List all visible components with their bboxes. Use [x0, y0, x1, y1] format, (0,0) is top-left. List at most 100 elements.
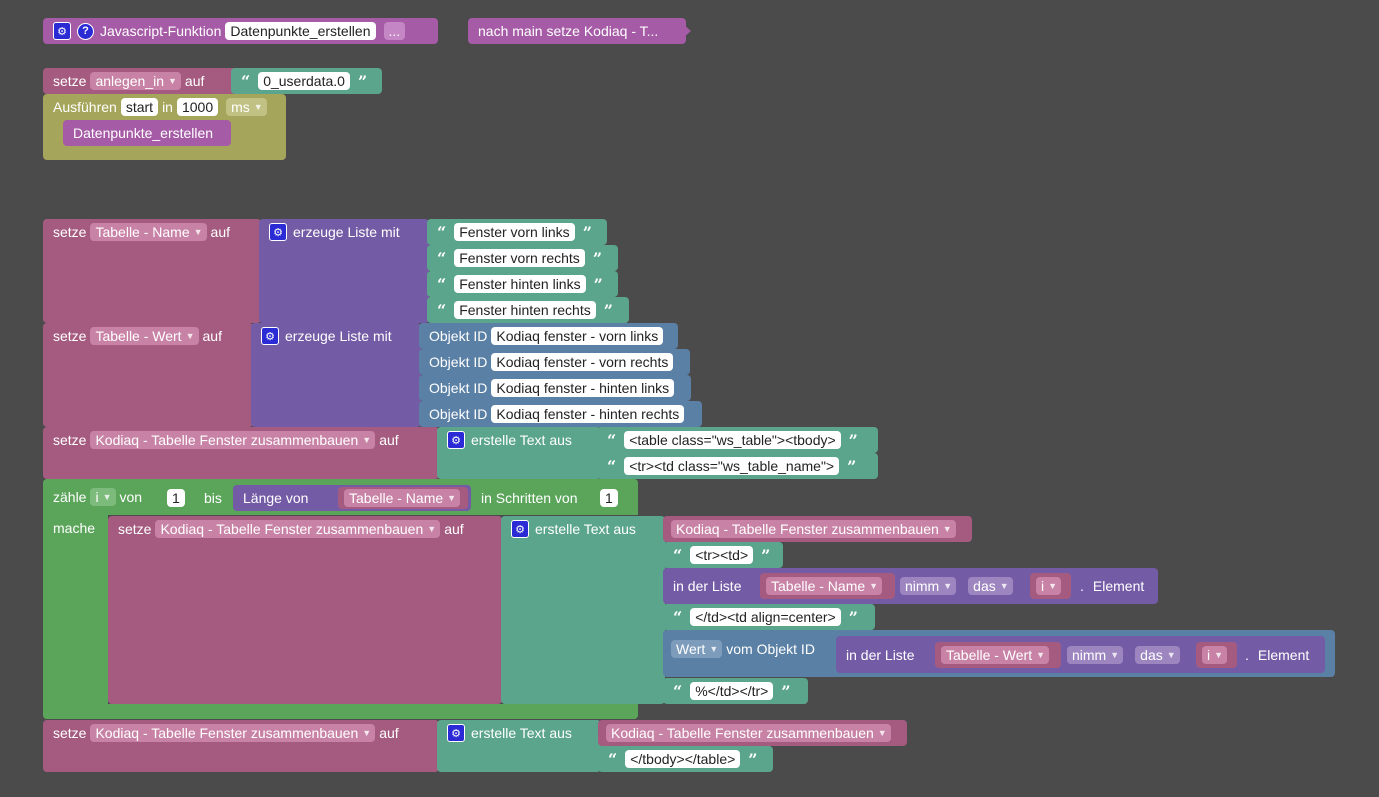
text-value[interactable]: Fenster vorn links — [454, 223, 575, 241]
create-list-label: erzeuge Liste mit — [293, 224, 400, 240]
function-name-field[interactable]: Datenpunkte_erstellen — [225, 22, 376, 40]
object-id-field[interactable]: Kodiaq fenster - vorn rechts — [491, 353, 674, 371]
mode-dropdown[interactable]: nimm▼ — [900, 577, 957, 595]
set-tabelle-wert-block[interactable]: setze Tabelle - Wert▼ auf — [43, 323, 253, 427]
collapsed-main-block[interactable]: nach main setze Kodiaq - T... — [468, 18, 686, 44]
variable-dropdown-tabelle-name[interactable]: Tabelle - Name▼ — [344, 489, 461, 507]
set-kodiaq-header-block[interactable]: setze Kodiaq - Tabelle Fenster zusammenb… — [43, 427, 439, 479]
set-kodiaq-loop-block[interactable]: setze Kodiaq - Tabelle Fenster zusammenb… — [108, 516, 502, 704]
variable-dropdown-kodiaq[interactable]: Kodiaq - Tabelle Fenster zusammenbauen▼ — [671, 520, 956, 538]
text-item-fenster-vorn-links[interactable]: “Fenster vorn links” — [427, 219, 607, 245]
gear-icon[interactable]: ⚙ — [261, 327, 279, 345]
create-text-block-loop[interactable]: ⚙ erstelle Text aus — [501, 516, 665, 704]
help-icon[interactable]: ? — [77, 22, 94, 40]
variable-dropdown-anlegen-in[interactable]: anlegen_in▼ — [90, 72, 181, 90]
call-function-name: Datenpunkte_erstellen — [73, 125, 214, 141]
text-item-table-open[interactable]: “<table class="ws_table"><tbody>” — [597, 427, 878, 453]
setze-label: setze — [53, 73, 87, 89]
where-dropdown[interactable]: das▼ — [968, 577, 1013, 595]
loop-variable-dropdown[interactable]: i▼ — [90, 488, 116, 506]
object-id-field[interactable]: Kodiaq fenster - hinten rechts — [491, 405, 685, 423]
call-function-block[interactable]: Datenpunkte_erstellen — [63, 120, 231, 146]
text-value[interactable]: <table class="ws_table"><tbody> — [624, 431, 841, 449]
text-item-percent-close[interactable]: “%</td></tr>” — [663, 678, 808, 704]
text-value[interactable]: </tbody></table> — [625, 750, 741, 768]
timeout-name-field[interactable]: start — [120, 98, 159, 116]
mode-value: nimm — [1072, 647, 1107, 663]
variable-name: Kodiaq - Tabelle Fenster zusammenbauen — [95, 725, 359, 741]
gear-icon[interactable]: ⚙ — [447, 724, 465, 742]
create-text-block-footer[interactable]: ⚙ erstelle Text aus — [437, 720, 601, 772]
text-value[interactable]: Fenster hinten links — [454, 275, 586, 293]
index-variable-i[interactable]: i▼ — [1196, 642, 1237, 668]
step-label: in Schritten von — [481, 490, 578, 506]
variable-dropdown-i[interactable]: i▼ — [1036, 577, 1062, 595]
text-item-fenster-vorn-rechts[interactable]: “Fenster vorn rechts” — [427, 245, 618, 271]
variable-dropdown-tabelle-wert[interactable]: Tabelle - Wert▼ — [90, 327, 199, 345]
function-definition-block[interactable]: ⚙ ? Javascript-Funktion Datenpunkte_erst… — [43, 18, 438, 44]
in-list-label: in der Liste — [846, 647, 915, 663]
gear-icon[interactable]: ⚙ — [511, 520, 529, 538]
variable-get-kodiaq[interactable]: Kodiaq - Tabelle Fenster zusammenbauen▼ — [663, 516, 972, 542]
text-item-tr-td-name[interactable]: “<tr><td class="ws_table_name">” — [597, 453, 878, 479]
quote-open-icon: “ — [241, 71, 251, 91]
variable-dropdown-tabelle-name[interactable]: Tabelle - Name▼ — [90, 223, 207, 241]
variable-dropdown-kodiaq[interactable]: Kodiaq - Tabelle Fenster zusammenbauen▼ — [155, 520, 441, 538]
text-item-td-center[interactable]: “</td><td align=center>” — [663, 604, 875, 630]
text-item-table-close[interactable]: “</tbody></table>” — [598, 746, 773, 772]
variable-dropdown-kodiaq[interactable]: Kodiaq - Tabelle Fenster zusammenbauen▼ — [606, 724, 891, 742]
timeout-spine — [53, 120, 63, 150]
text-block-userdata[interactable]: “ 0_userdata.0 ” — [231, 68, 382, 94]
text-value[interactable]: </td><td align=center> — [690, 608, 841, 626]
text-value[interactable]: %</td></tr> — [690, 682, 774, 700]
text-value[interactable]: <tr><td> — [690, 546, 754, 564]
attribute-dropdown[interactable]: Wert▼ — [671, 640, 723, 658]
chevron-down-icon: ▼ — [709, 644, 719, 654]
variable-name: Kodiaq - Tabelle Fenster zusammenbauen — [160, 521, 424, 537]
do-label: mache — [53, 520, 96, 536]
text-value-userdata[interactable]: 0_userdata.0 — [258, 72, 350, 90]
gear-icon[interactable]: ⚙ — [447, 431, 465, 449]
variable-dropdown-i[interactable]: i▼ — [1202, 646, 1228, 664]
chevron-down-icon: ▼ — [1166, 650, 1176, 660]
set-anlegen-in-block[interactable]: setze anlegen_in▼ auf — [43, 68, 238, 94]
list-get-variable-wert[interactable]: Tabelle - Wert▼ — [935, 642, 1061, 668]
variable-dropdown-kodiaq[interactable]: Kodiaq - Tabelle Fenster zusammenbauen▼ — [90, 431, 376, 449]
index-variable-i[interactable]: i▼ — [1030, 573, 1071, 599]
gear-icon[interactable]: ⚙ — [269, 223, 287, 241]
more-button[interactable]: ... — [383, 22, 406, 40]
variable-get-kodiaq[interactable]: Kodiaq - Tabelle Fenster zusammenbauen▼ — [598, 720, 907, 746]
gear-icon[interactable]: ⚙ — [53, 22, 71, 40]
create-list-block-names[interactable]: ⚙ erzeuge Liste mit — [259, 219, 429, 323]
text-item-fenster-hinten-links[interactable]: “Fenster hinten links” — [427, 271, 618, 297]
set-kodiaq-footer-block[interactable]: setze Kodiaq - Tabelle Fenster zusammenb… — [43, 720, 439, 772]
in-list-label: in der Liste — [673, 578, 742, 594]
step-number-field[interactable]: 1 — [600, 489, 618, 507]
text-item-tr-td[interactable]: “<tr><td>” — [663, 542, 783, 568]
text-value[interactable]: Fenster hinten rechts — [454, 301, 596, 319]
object-id-field[interactable]: Kodiaq fenster - hinten links — [491, 379, 675, 397]
object-id-field[interactable]: Kodiaq fenster - vorn links — [491, 327, 664, 345]
delay-field[interactable]: 1000 — [176, 98, 219, 116]
create-text-block-header[interactable]: ⚙ erstelle Text aus — [437, 427, 601, 479]
mode-dropdown[interactable]: nimm▼ — [1067, 646, 1124, 664]
variable-dropdown-kodiaq[interactable]: Kodiaq - Tabelle Fenster zusammenbauen▼ — [90, 724, 376, 742]
set-tabelle-name-block[interactable]: setze Tabelle - Name▼ auf — [43, 219, 261, 323]
where-dropdown[interactable]: das▼ — [1135, 646, 1180, 664]
text-value[interactable]: <tr><td class="ws_table_name"> — [624, 457, 840, 475]
timeout-block[interactable]: Ausführen start in 1000 ms▼ — [43, 94, 286, 160]
list-get-variable-name[interactable]: Tabelle - Name▼ — [760, 573, 895, 599]
variable-dropdown-tabelle-name[interactable]: Tabelle - Name▼ — [766, 577, 883, 595]
unit-dropdown[interactable]: ms▼ — [226, 98, 267, 116]
list-length-variable[interactable]: Tabelle - Name▼ — [338, 487, 468, 509]
chevron-down-icon: ▼ — [253, 102, 263, 112]
text-value[interactable]: Fenster vorn rechts — [454, 249, 585, 267]
text-item-fenster-hinten-rechts[interactable]: “Fenster hinten rechts” — [427, 297, 629, 323]
variable-dropdown-tabelle-wert[interactable]: Tabelle - Wert▼ — [941, 646, 1050, 664]
start-number-field[interactable]: 1 — [167, 489, 185, 507]
create-list-block-values[interactable]: ⚙ erzeuge Liste mit — [251, 323, 421, 427]
